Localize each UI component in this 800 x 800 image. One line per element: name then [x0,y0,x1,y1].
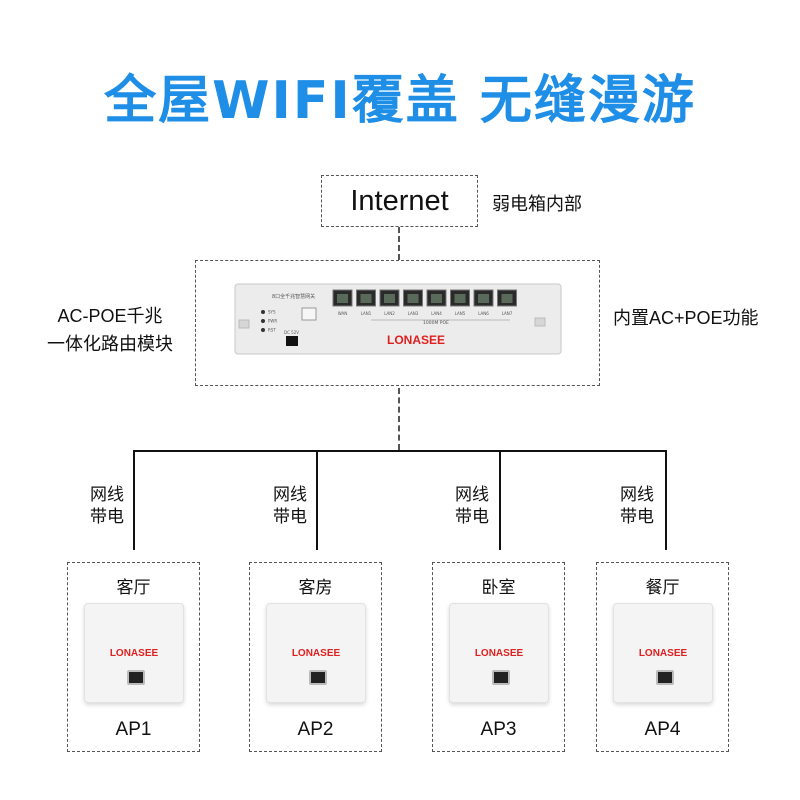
ap-panel-image: LONASEE [266,603,366,703]
ap-room-label: 餐厅 [645,578,680,598]
router-port-label: LAN7 [502,311,513,316]
distribution-bus [133,450,666,452]
router-port-label: LAN5 [455,311,466,316]
indicator-label: SYS [268,310,276,315]
router-ports: WAN LAN1 LAN2 LAN3 LAN4 LAN5 LAN6 LAN7 [332,289,517,316]
ap-room-label: 客厅 [116,578,151,598]
router-poe-label: 1000M POE [423,320,449,326]
router-port-lan7: LAN7 [497,289,517,316]
cable-ap4 [665,450,667,550]
ap-name-label: AP1 [115,719,152,740]
router-port-lan5: LAN5 [450,289,470,316]
router-port-lan4: LAN4 [426,289,447,316]
cable-label-line2: 带电 [273,507,307,527]
ap-name-label: AP3 [480,719,517,740]
router-port-label: LAN1 [361,311,372,316]
router-left-label-line2: 一体化路由模块 [47,334,173,354]
cable-label-line1: 网线 [455,485,489,505]
ap-node-2: 客房 LONASEE AP2 [249,562,382,752]
router-port-lan1: LAN1 [356,289,376,316]
router-connector [398,388,400,450]
cable-label-line1: 网线 [90,485,124,505]
cable-label-line1: 网线 [273,485,307,505]
cable-ap1 [133,450,135,550]
ap-room-label: 客房 [298,578,333,598]
router-device-illustration: 8口全千兆智慧网关 WAN LAN1 LAN2 LAN3 LAN4 LAN5 LAN6 LAN… [234,283,562,355]
router-left-label-line1: AC-POE千兆 [57,306,163,326]
indicator-led [261,328,265,332]
ap-node-4: 餐厅 LONASEE AP4 [596,562,729,752]
cable-label-line2: 带电 [455,507,489,527]
router-indicators: SYS PWR RST [261,310,277,333]
ap-brand: LONASEE [291,648,341,659]
router-port-wan: WAN [332,289,353,316]
ethernet-port-icon [127,670,145,685]
ap-panel-image: LONASEE [449,603,549,703]
power-jack [286,336,298,346]
internet-note: 弱电箱内部 [492,194,582,215]
indicator-label: PWR [268,319,277,324]
router-port-lan2: LAN2 [379,289,400,316]
router-port-lan6: LAN6 [473,289,494,316]
router-port-label: LAN4 [431,311,442,316]
ap-name-label: AP2 [297,719,334,740]
router-device-title: 8口全千兆智慧网关 [272,293,315,300]
cable-label-line2: 带电 [620,507,654,527]
indicator-label: RST [268,328,276,333]
ethernet-port-icon [492,670,510,685]
reset-button [301,307,317,321]
ap-brand: LONASEE [638,648,688,659]
router-left-label: AC-POE千兆 一体化路由模块 [20,302,200,358]
internet-node: Internet [321,175,478,227]
router-power-label: DC 52V [284,330,299,335]
ap-panel-image: LONASEE [84,603,184,703]
cable-label-line1: 网线 [620,485,654,505]
ap-brand: LONASEE [109,648,159,659]
cable-label-ap1: 网线 带电 [87,484,127,528]
indicator-led [261,319,265,323]
ethernet-port-icon [656,670,674,685]
cable-ap3 [499,450,501,550]
router-port-label: LAN6 [478,311,489,316]
router-right-label: 内置AC+POE功能 [613,308,759,328]
cable-label-ap2: 网线 带电 [270,484,310,528]
ap-name-label: AP4 [644,719,681,740]
router-port-label: WAN [338,311,347,316]
router-port-label: LAN3 [408,311,419,316]
internet-label: Internet [350,184,449,217]
cable-ap2 [316,450,318,550]
router-port-lan3: LAN3 [403,289,423,316]
router-brand: LONASEE [387,333,445,347]
internet-connector [398,227,400,260]
ap-node-1: 客厅 LONASEE AP1 [67,562,200,752]
router-port-label: LAN2 [384,311,395,316]
ethernet-port-icon [309,670,327,685]
indicator-led [261,310,265,314]
page-title: 全屋WIFI覆盖 无缝漫游 [104,71,696,131]
cable-label-line2: 带电 [90,507,124,527]
ap-room-label: 卧室 [481,578,516,598]
ap-brand: LONASEE [474,648,524,659]
cable-label-ap4: 网线 带电 [617,484,657,528]
cable-label-ap3: 网线 带电 [452,484,492,528]
ap-node-3: 卧室 LONASEE AP3 [432,562,565,752]
ap-panel-image: LONASEE [613,603,713,703]
router-node: 8口全千兆智慧网关 WAN LAN1 LAN2 LAN3 LAN4 LAN5 LAN6 LAN… [195,260,600,386]
